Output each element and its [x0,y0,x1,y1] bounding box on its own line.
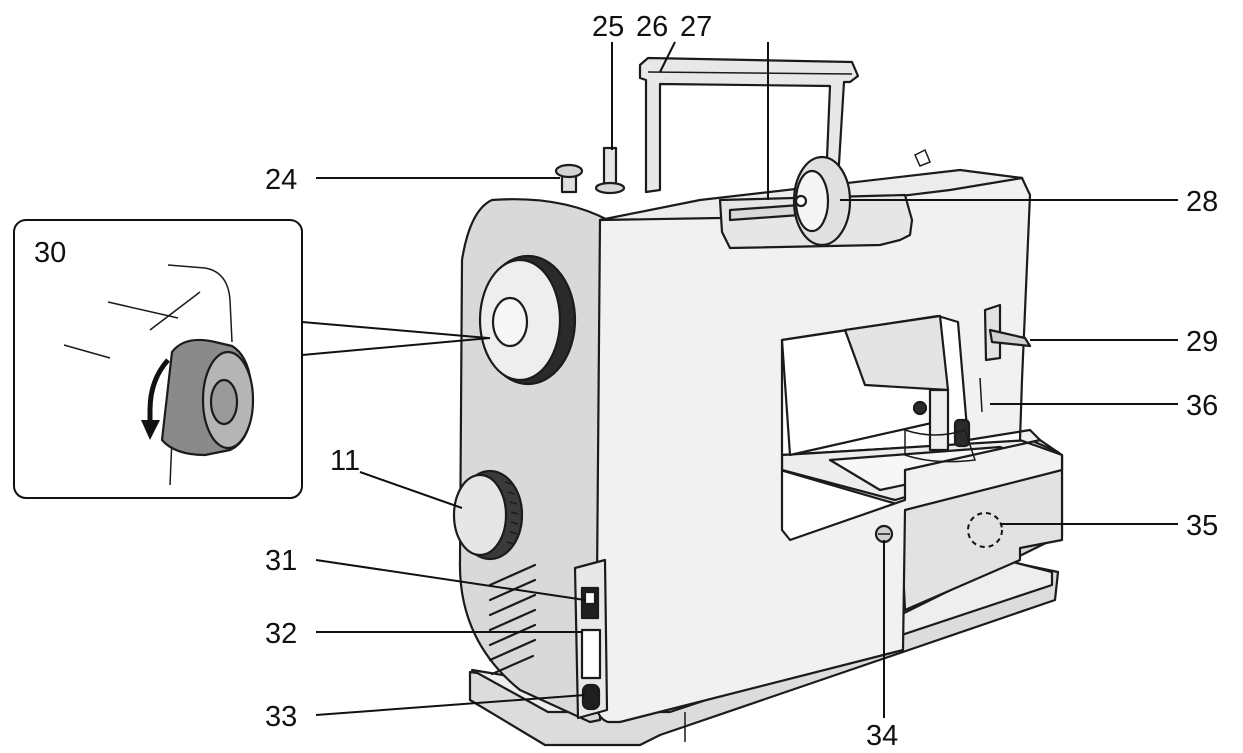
label-11: 11 [330,445,360,477]
handwheel-detail-icon [141,338,255,457]
label-35: 35 [1186,510,1218,542]
label-32: 32 [265,618,297,650]
top-thread-guide [914,148,931,167]
leader-30-top [301,321,489,339]
switch-panel [573,558,609,720]
label-24: 24 [265,164,297,196]
label-31: 31 [265,545,297,577]
stitch-dial [452,469,524,561]
label-30: 30 [34,237,66,269]
bobbin-winder-stopper [554,163,584,194]
detail-inset [13,219,303,499]
label-29: 29 [1186,326,1218,358]
bobbin-cover-dashed [967,512,1003,548]
free-arm-screw [874,524,894,544]
handwheel [478,254,577,386]
spool-holder-horizontal [718,155,914,250]
label-28: 28 [1186,186,1218,218]
label-33: 33 [265,701,297,733]
leader-33 [315,694,586,716]
leader-11 [359,471,463,509]
label-27: 27 [680,11,712,43]
label-26: 26 [636,11,668,43]
presser-foot-lever [983,303,1032,362]
label-25: 25 [592,11,624,43]
leader-31 [315,559,586,601]
leader-30-bottom [301,337,491,356]
leader-27 [659,41,676,73]
needle-area [904,377,983,463]
label-36: 36 [1186,390,1218,422]
spool-pin-vertical [594,146,626,195]
label-34: 34 [866,720,898,752]
